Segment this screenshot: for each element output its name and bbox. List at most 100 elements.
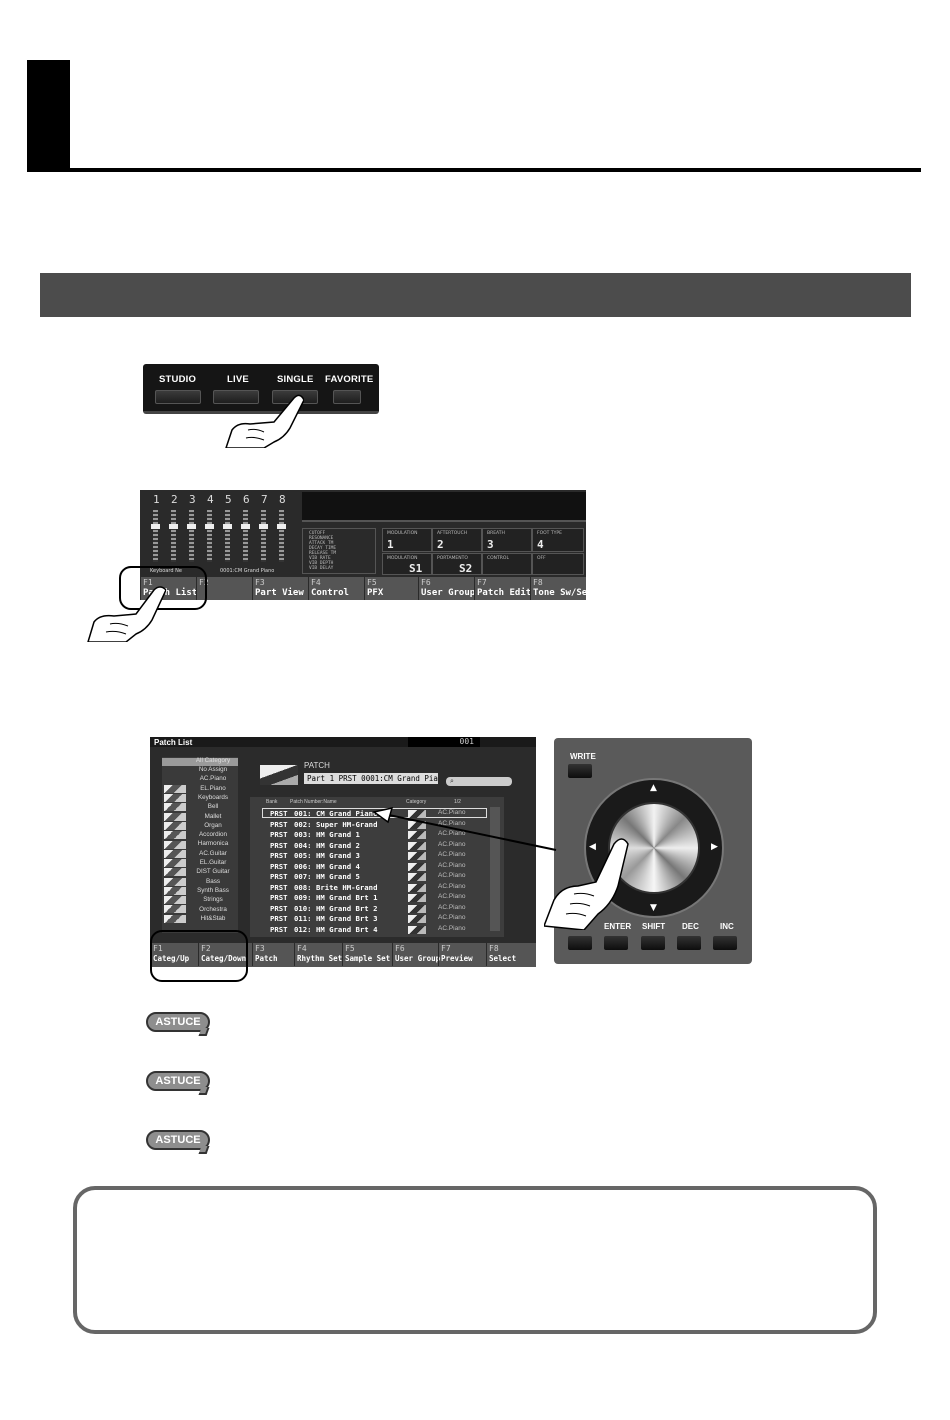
row-name: 005: HM Grand 3 [294,851,360,860]
favorite-button[interactable] [333,390,361,404]
row-thumbnail [408,852,426,860]
category-item[interactable]: Hit&Stab [200,914,226,922]
fader[interactable] [153,510,158,562]
fn-label: Tone Sw/Sel [533,588,586,598]
channel-8: 8 [279,493,286,506]
fn-label: Sample Set [345,954,391,963]
category-item[interactable]: AC.Guitar [199,849,227,857]
category-item[interactable]: Organ [204,821,222,829]
category-item[interactable]: Bell [207,803,219,811]
category-item[interactable]: Orchestra [199,905,227,913]
list-scrollbar[interactable] [490,807,500,931]
control-s2[interactable]: PORTAMENTO S2 [432,553,482,575]
row-bank: PRST [270,819,288,829]
category-item[interactable]: AC.Piano [199,775,227,783]
category-item[interactable]: Accordion [198,831,227,839]
category-item[interactable]: Keyboards [197,793,229,801]
category-item[interactable]: All Category [195,757,231,764]
single-mode-screen: 1 2 3 4 5 6 7 8 CUTOFF RESONANCE ATTACK … [140,490,586,600]
tip-badge-tail [198,1087,210,1095]
category-thumbnail [164,822,186,830]
right-arrow-icon[interactable]: ▶ [711,842,718,852]
favorite-label: FAVORITE [325,374,374,385]
row-thumbnail [408,883,426,892]
control-modulation[interactable]: MODULATION 1 [382,528,432,552]
f2-key[interactable]: F2 [196,577,252,600]
category-thumbnail [164,896,186,904]
live-button[interactable] [213,390,259,404]
list-header-count: 1/2 [454,799,461,805]
category-item[interactable]: DIST Guitar [196,868,230,876]
row-category: AC.Piano [438,840,466,848]
write-button[interactable] [568,764,592,778]
category-selection-highlight [162,758,238,766]
category-item[interactable]: Mallet [204,812,222,820]
exit-button[interactable] [568,936,592,950]
control-off[interactable]: OFF [532,553,584,575]
studio-button[interactable] [155,390,201,404]
up-arrow-icon[interactable]: ▲ [650,783,657,793]
fader[interactable] [261,510,266,562]
fader[interactable] [225,510,230,562]
row-name: 004: HM Grand 2 [294,840,360,850]
channel-2: 2 [171,493,178,506]
category-item[interactable]: Strings [203,896,223,904]
fader[interactable] [243,510,248,562]
row-name: 002: Super HM-Grand [294,819,378,829]
enter-button[interactable] [604,936,628,950]
control-value: 4 [537,538,544,551]
category-item[interactable]: Bass [206,877,220,885]
fn-label: Patch Edit [477,588,532,598]
fader[interactable] [171,510,176,562]
category-item[interactable]: No Assign [198,766,228,773]
shift-button[interactable] [641,936,665,950]
fader[interactable] [207,510,212,562]
control-foot-type[interactable]: FOOT TYPE 4 [532,528,584,552]
category-thumbnail [164,887,186,895]
category-item[interactable]: Harmonica [197,840,229,848]
row-bank: PRST [270,851,288,860]
section-bar [40,273,911,317]
control-control[interactable]: CONTROL [482,553,532,575]
category-item[interactable]: Synth Bass [197,886,229,894]
inc-button[interactable] [713,936,737,950]
down-arrow-icon[interactable]: ▼ [650,903,657,913]
category-item[interactable]: EL.Piano [200,784,226,792]
search-field[interactable]: ⌕ [446,777,512,786]
left-arrow-icon[interactable]: ◀ [589,842,596,852]
category-item[interactable]: EL.Guitar [199,859,227,866]
highlight-ring [119,566,207,610]
fader[interactable] [189,510,194,562]
fader[interactable] [279,510,284,562]
control-aftertouch[interactable]: AFTERTOUCH 2 [432,528,482,552]
control-s1[interactable]: MODULATION S1 [382,553,432,575]
control-breath[interactable]: BREATH 3 [482,528,532,552]
dec-button[interactable] [677,936,701,950]
